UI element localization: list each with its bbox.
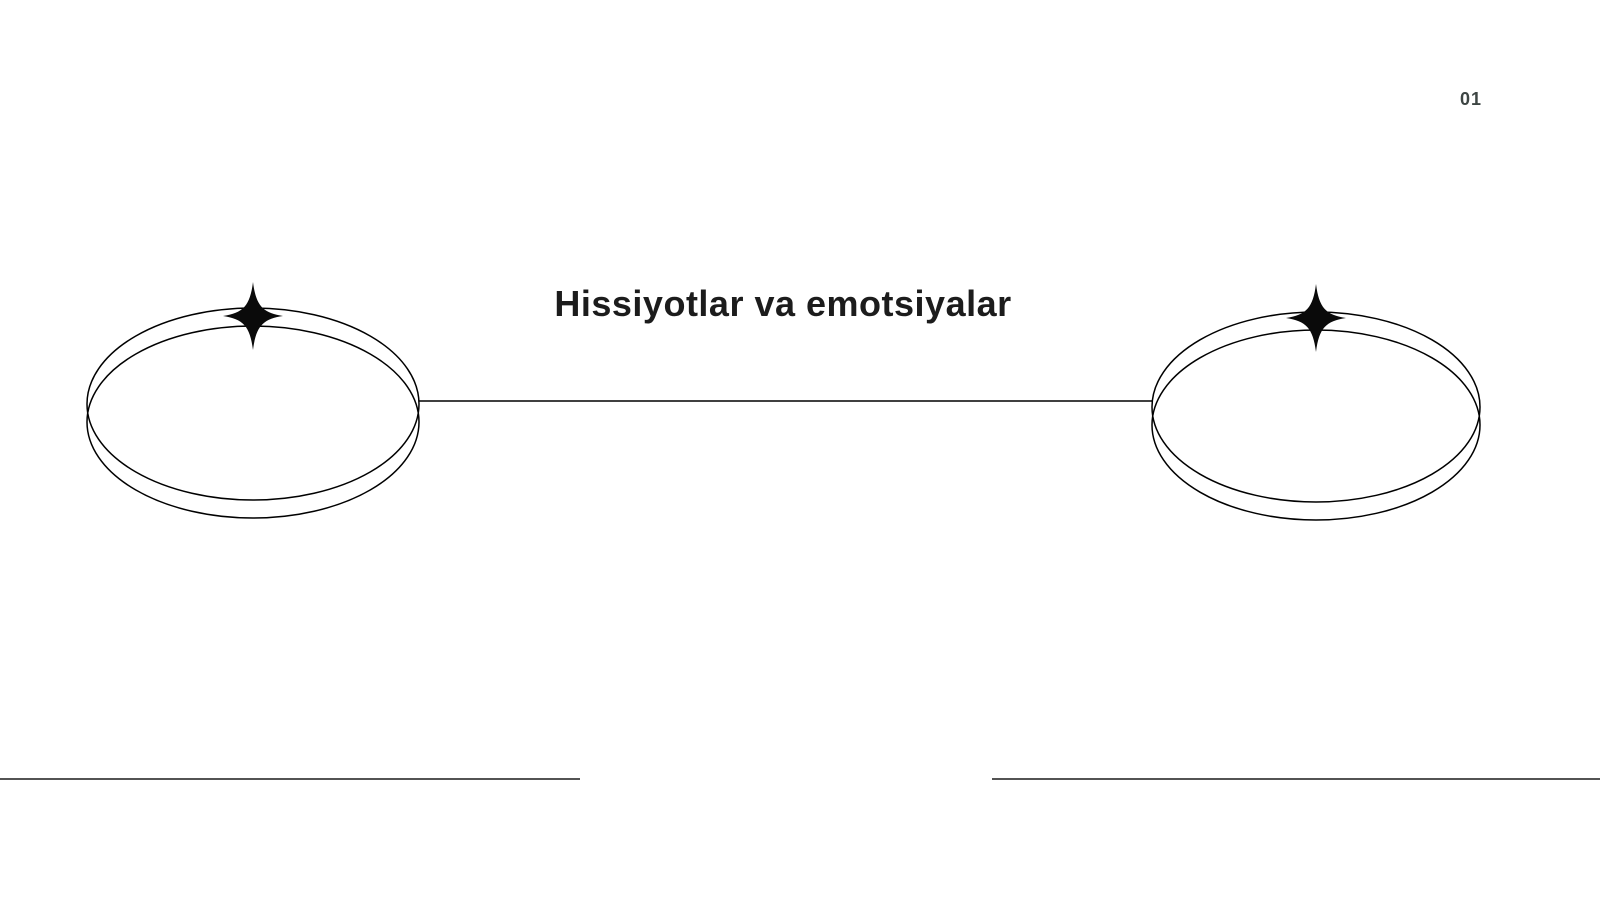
sparkle-icon — [1286, 284, 1346, 352]
right-ellipse-inner — [1151, 329, 1481, 521]
sparkle-icon — [223, 282, 283, 350]
page-number: 01 — [1459, 89, 1482, 109]
left-ellipse-inner — [86, 325, 420, 519]
slide-title: Hissiyotlar va emotsiyalar — [554, 283, 1012, 324]
